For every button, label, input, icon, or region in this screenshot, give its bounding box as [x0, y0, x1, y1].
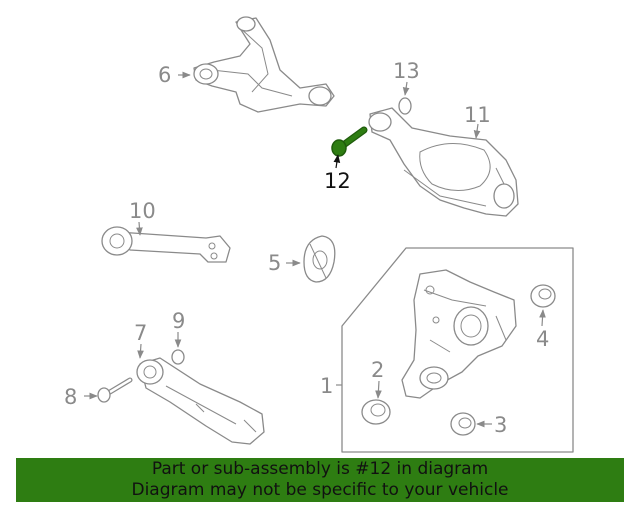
callout-9: 9	[172, 309, 185, 333]
callout-12: 12	[324, 169, 351, 193]
notice-line-disclaimer: Diagram may not be specific to your vehi…	[131, 480, 509, 500]
callout-1: 1	[320, 374, 333, 398]
mount-bushing-part[interactable]	[303, 235, 336, 283]
toe-link-part[interactable]	[101, 226, 231, 263]
callout-4: 4	[536, 327, 549, 351]
callout-8: 8	[64, 385, 77, 409]
lower-control-arm-part[interactable]	[368, 107, 519, 217]
knuckle-assembly-box[interactable]	[341, 247, 574, 453]
washer-part-9[interactable]	[171, 349, 185, 365]
bolt-part-highlighted[interactable]	[331, 126, 368, 157]
notice-line-part: Part or sub-assembly is #12 in diagram	[151, 459, 489, 479]
parts-diagram: 6 13 11 12 10 5 1 2 3 4 7 9 8	[64, 16, 574, 453]
callout-3: 3	[494, 413, 507, 437]
callout-6: 6	[158, 63, 171, 87]
callout-7: 7	[134, 321, 147, 345]
callout-13: 13	[393, 59, 420, 83]
callout-11: 11	[464, 103, 491, 127]
callout-10: 10	[129, 199, 156, 223]
callout-5: 5	[268, 251, 281, 275]
bolt-part-8[interactable]	[97, 377, 133, 403]
washer-part[interactable]	[398, 97, 412, 115]
trailing-arm-part[interactable]	[136, 357, 265, 445]
upper-control-arm-part[interactable]	[193, 16, 335, 113]
callout-2: 2	[371, 358, 384, 382]
notice-banner: Part or sub-assembly is #12 in diagram D…	[16, 458, 624, 502]
